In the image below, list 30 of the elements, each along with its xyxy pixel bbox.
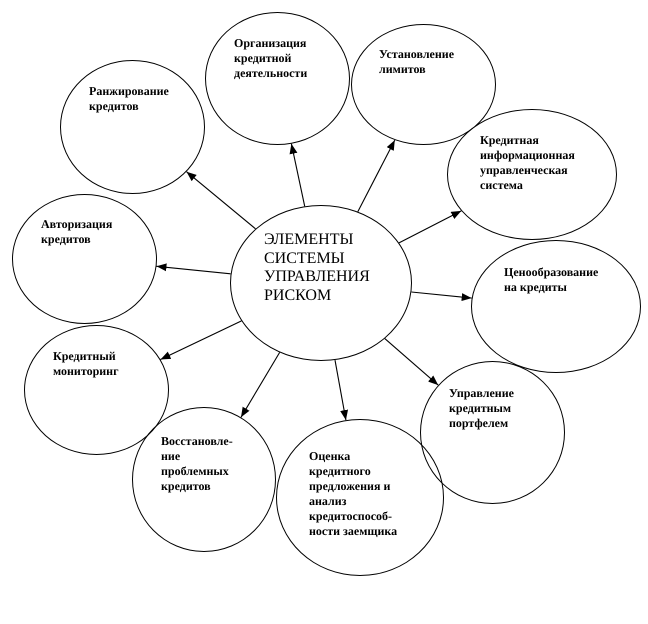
node-label: Восстановле-ние проблемных кредитов [161,434,234,494]
ellipse-node [12,194,157,324]
node-label: Оценка кредитного предложения и анализ кредитоспособ-ности заемщика [309,449,398,539]
ellipse-node [60,60,205,194]
arrow [411,291,472,302]
arrow [398,210,462,244]
node-label: Кредитный мониторинг [53,349,120,379]
ellipse-node [471,240,641,373]
node-label: Ранжирование кредитов [89,84,170,114]
node-label: Авторизация кредитов [41,217,114,247]
ellipse-node [276,419,444,576]
arrow [357,140,396,212]
node-label: Ценообразование на кредиты [504,265,600,295]
arrow [186,171,256,230]
arrow [156,263,231,274]
central-title: ЭЛЕМЕНТЫ СИСТЕМЫ УПРАВЛЕНИЯ РИСКОМ [264,231,371,305]
node-label: Управление кредитным портфелем [449,386,515,431]
node-label: Организация кредитной деятельности [234,36,308,81]
ellipse-node [132,407,276,552]
arrow [160,320,242,360]
arrow [334,360,348,420]
ellipse-node [447,109,617,240]
arrow [240,352,280,418]
ellipse-node [420,361,565,504]
central-ellipse [230,205,412,361]
arrow [384,338,439,386]
node-label: Установление лимитов [379,47,456,77]
node-label: Кредитная информационная управленческая система [480,133,576,193]
ellipse-node [205,12,350,145]
arrow [290,144,306,206]
